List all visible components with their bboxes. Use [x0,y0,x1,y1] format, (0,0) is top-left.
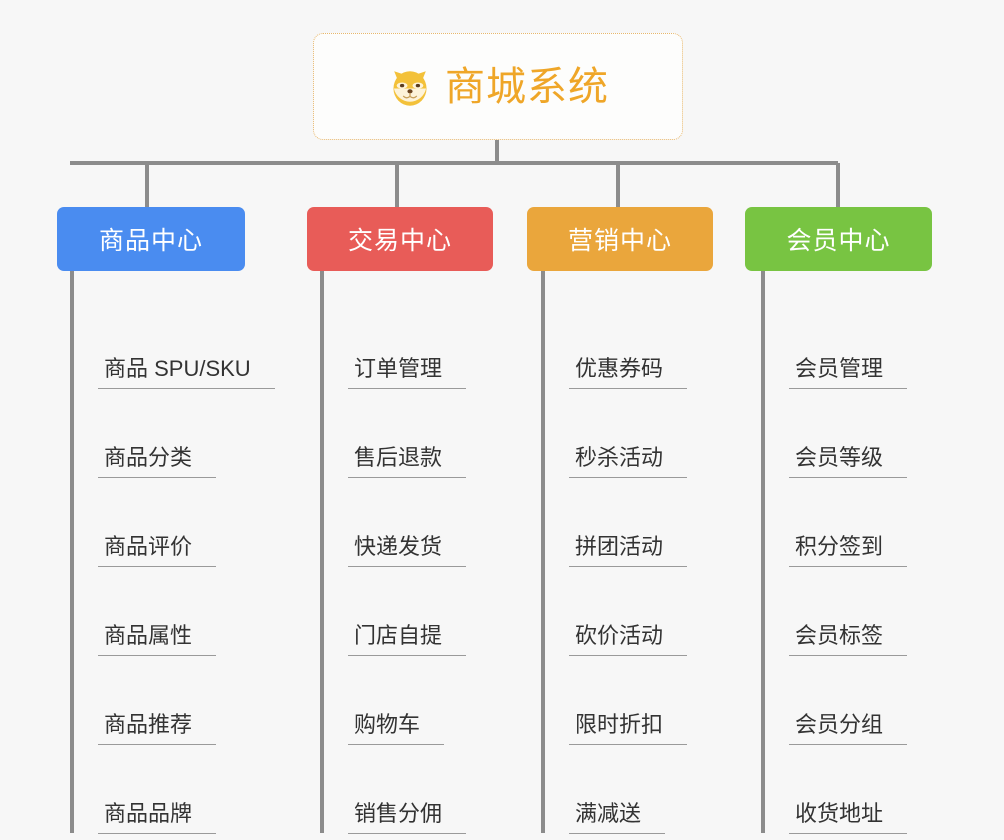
leaf-item[interactable]: 商品推荐 [72,656,275,745]
leaf-item[interactable]: 会员等级 [763,389,908,478]
leaf-label: 商品属性 [98,623,217,656]
leaf-label: 会员分组 [789,712,908,745]
category-label: 营销中心 [567,227,672,255]
leaf-item[interactable]: 秒杀活动 [543,389,688,478]
category-box-member-center[interactable]: 会员中心 [745,207,932,271]
leaf-label: 售后退款 [348,445,467,478]
leaf-item[interactable]: 收货地址 [763,745,908,834]
leaf-item[interactable]: 会员管理 [763,300,908,389]
leaf-item[interactable]: 积分签到 [763,478,908,567]
leaf-item[interactable]: 商品评价 [72,478,275,567]
leaf-label: 订单管理 [348,356,467,389]
leaf-item[interactable]: 商品 SPU/SKU [72,300,275,389]
leaf-label: 会员等级 [789,445,908,478]
leaf-item[interactable]: 砍价活动 [543,567,688,656]
leaf-label: 门店自提 [348,623,467,656]
leaf-label: 会员标签 [789,623,908,656]
leaf-label: 商品品牌 [98,801,217,834]
category-box-product-center[interactable]: 商品中心 [57,207,245,271]
category-label: 商品中心 [98,227,203,255]
leaf-label: 砍价活动 [569,623,688,656]
branch-column-product-center: 商品 SPU/SKU 商品分类商品评价商品属性商品推荐商品品牌 [72,300,275,834]
leaf-label: 商品 SPU/SKU [98,356,275,389]
leaf-label: 商品推荐 [98,712,217,745]
shiba-dog-icon [393,70,427,106]
leaf-item[interactable]: 商品品牌 [72,745,275,834]
leaf-item[interactable]: 限时折扣 [543,656,688,745]
leaf-label: 拼团活动 [569,534,688,567]
root-title: 商城系统 [445,64,609,109]
leaf-label: 快递发货 [348,534,467,567]
leaf-label: 购物车 [348,712,445,745]
leaf-item[interactable]: 商品属性 [72,567,275,656]
leaf-label: 收货地址 [789,801,908,834]
leaf-item[interactable]: 售后退款 [322,389,467,478]
category-box-marketing-center[interactable]: 营销中心 [527,207,713,271]
leaf-item[interactable]: 优惠券码 [543,300,688,389]
leaf-item[interactable]: 订单管理 [322,300,467,389]
leaf-item[interactable]: 购物车 [322,656,466,745]
branch-column-trade-center: 订单管理售后退款快递发货门店自提购物车销售分佣 [322,300,467,834]
leaf-label: 秒杀活动 [569,445,688,478]
leaf-item[interactable]: 商品分类 [72,389,275,478]
leaf-item[interactable]: 满减送 [543,745,687,834]
category-label: 交易中心 [347,227,452,255]
category-label: 会员中心 [786,227,891,255]
leaf-label: 商品评价 [98,534,217,567]
leaf-item[interactable]: 销售分佣 [322,745,467,834]
leaf-item[interactable]: 拼团活动 [543,478,688,567]
branch-column-marketing-center: 优惠券码秒杀活动拼团活动砍价活动限时折扣满减送 [543,300,688,834]
leaf-label: 满减送 [569,801,666,834]
leaf-item[interactable]: 会员分组 [763,656,908,745]
leaf-label: 积分签到 [789,534,908,567]
leaf-label: 限时折扣 [569,712,688,745]
leaf-label: 优惠券码 [569,356,688,389]
leaf-item[interactable]: 会员标签 [763,567,908,656]
leaf-item[interactable]: 快递发货 [322,478,467,567]
category-box-trade-center[interactable]: 交易中心 [307,207,493,271]
leaf-item[interactable]: 门店自提 [322,567,467,656]
root-node[interactable]: 商城系统 [313,33,683,140]
branch-column-member-center: 会员管理会员等级积分签到会员标签会员分组收货地址 [763,300,908,834]
leaf-label: 会员管理 [789,356,908,389]
leaf-label: 销售分佣 [348,801,467,834]
leaf-label: 商品分类 [98,445,217,478]
